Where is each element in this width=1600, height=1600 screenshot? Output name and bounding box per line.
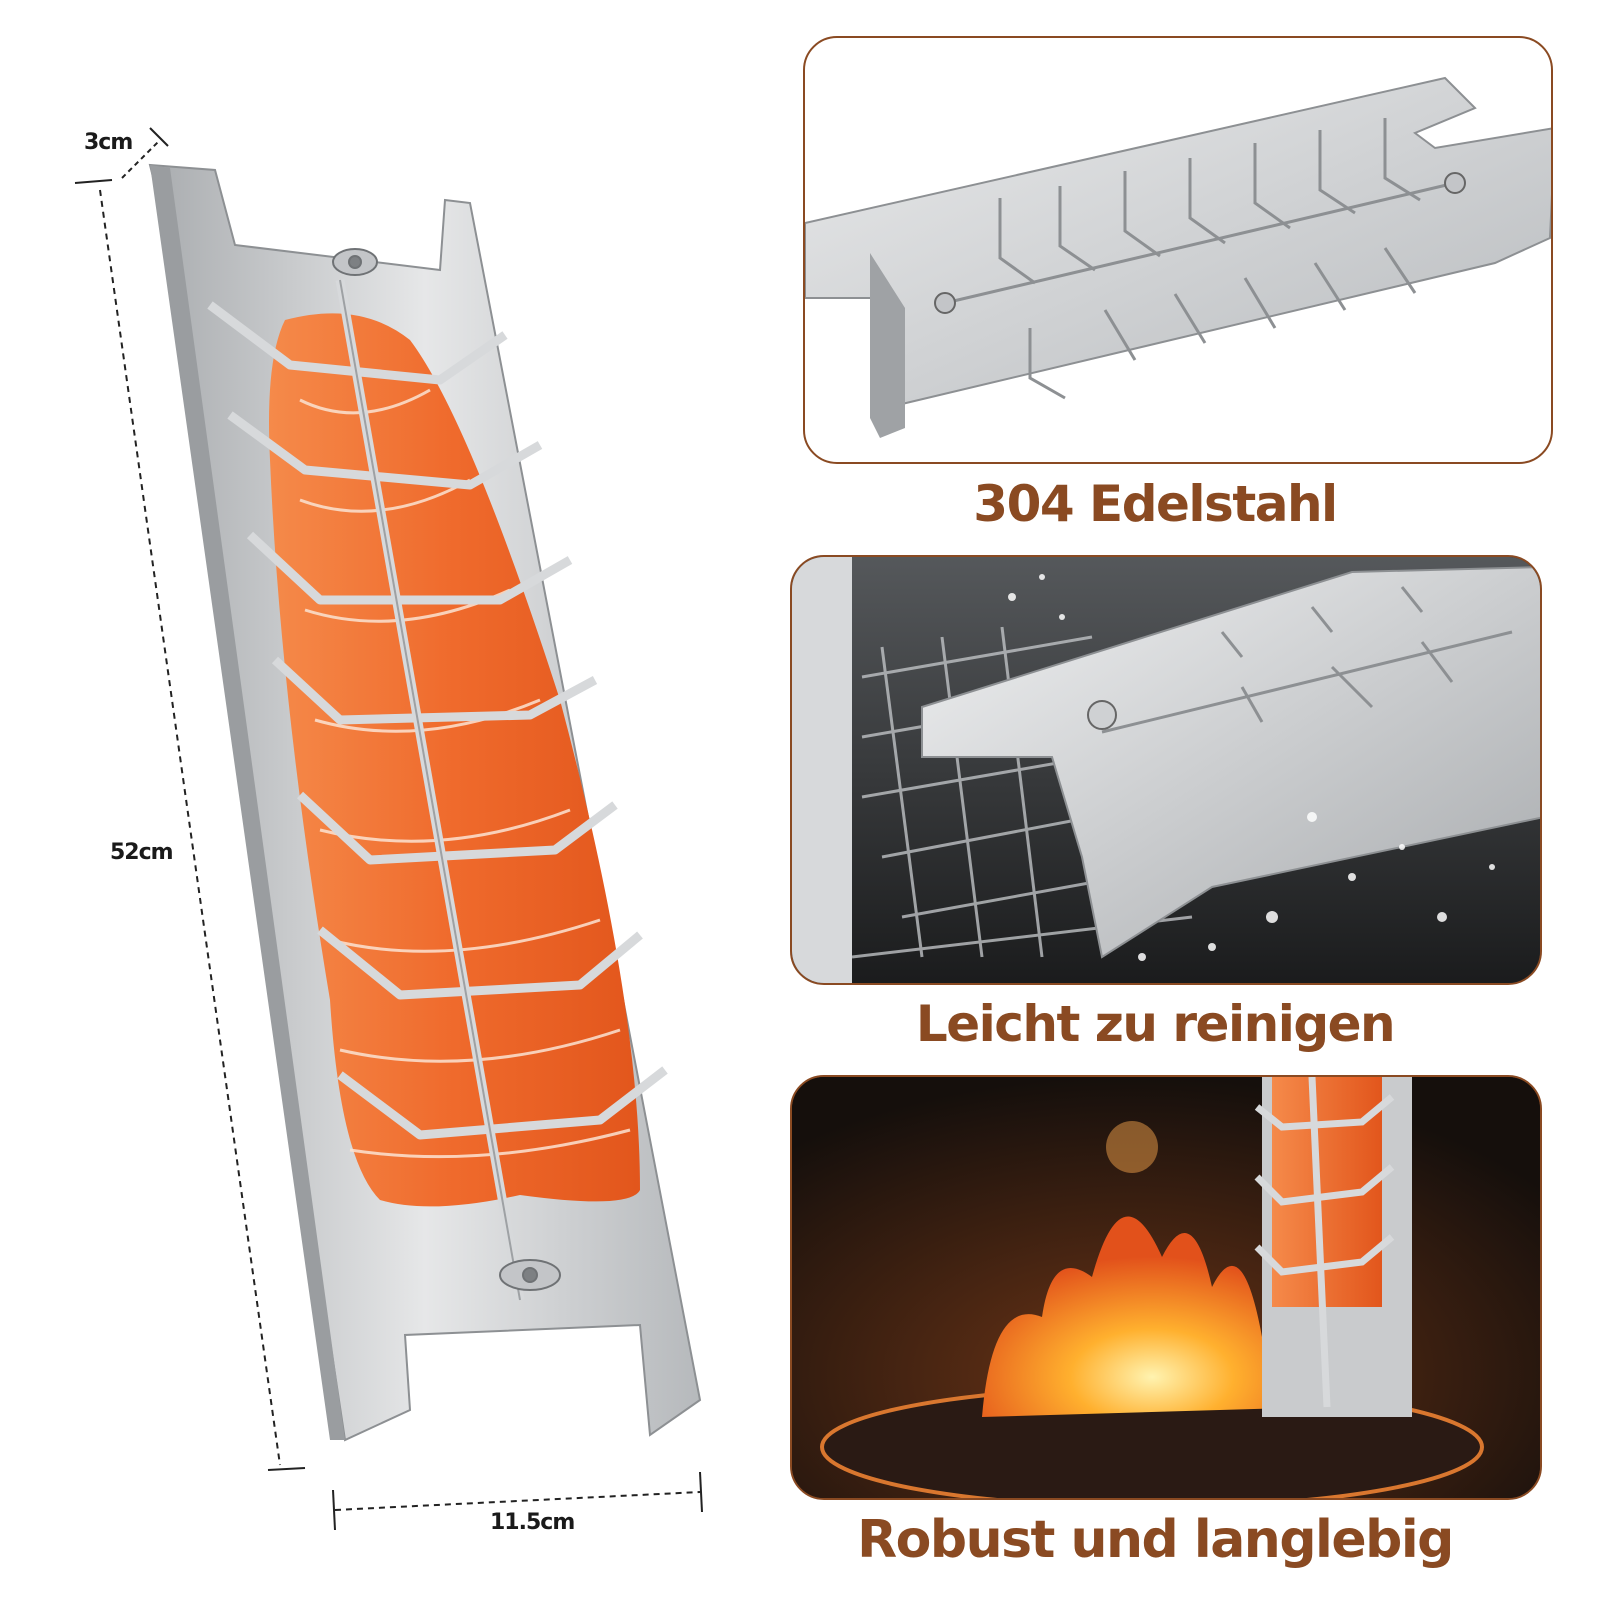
panel-easy-clean xyxy=(790,555,1542,985)
dimension-lines xyxy=(74,127,703,1531)
panel-robust xyxy=(790,1075,1542,1500)
height-label: 52cm xyxy=(110,840,174,865)
depth-label: 3cm xyxy=(84,130,133,155)
wing-nut-top xyxy=(332,248,378,276)
wing-nut-bottom xyxy=(499,1259,561,1291)
water-splash xyxy=(1008,574,1495,961)
caption-stainless-steel: 304 Edelstahl xyxy=(973,475,1338,533)
steel-flange-left xyxy=(150,165,345,1440)
steel-plank xyxy=(805,76,1551,410)
panel-stainless-steel xyxy=(803,36,1553,464)
caption-robust: Robust und langlebig xyxy=(857,1510,1454,1570)
width-label: 11.5cm xyxy=(490,1510,575,1535)
product-illustration xyxy=(74,127,703,1531)
steel-plank xyxy=(921,566,1540,959)
flames xyxy=(982,1216,1322,1417)
caption-easy-clean: Leicht zu reinigen xyxy=(915,995,1396,1053)
